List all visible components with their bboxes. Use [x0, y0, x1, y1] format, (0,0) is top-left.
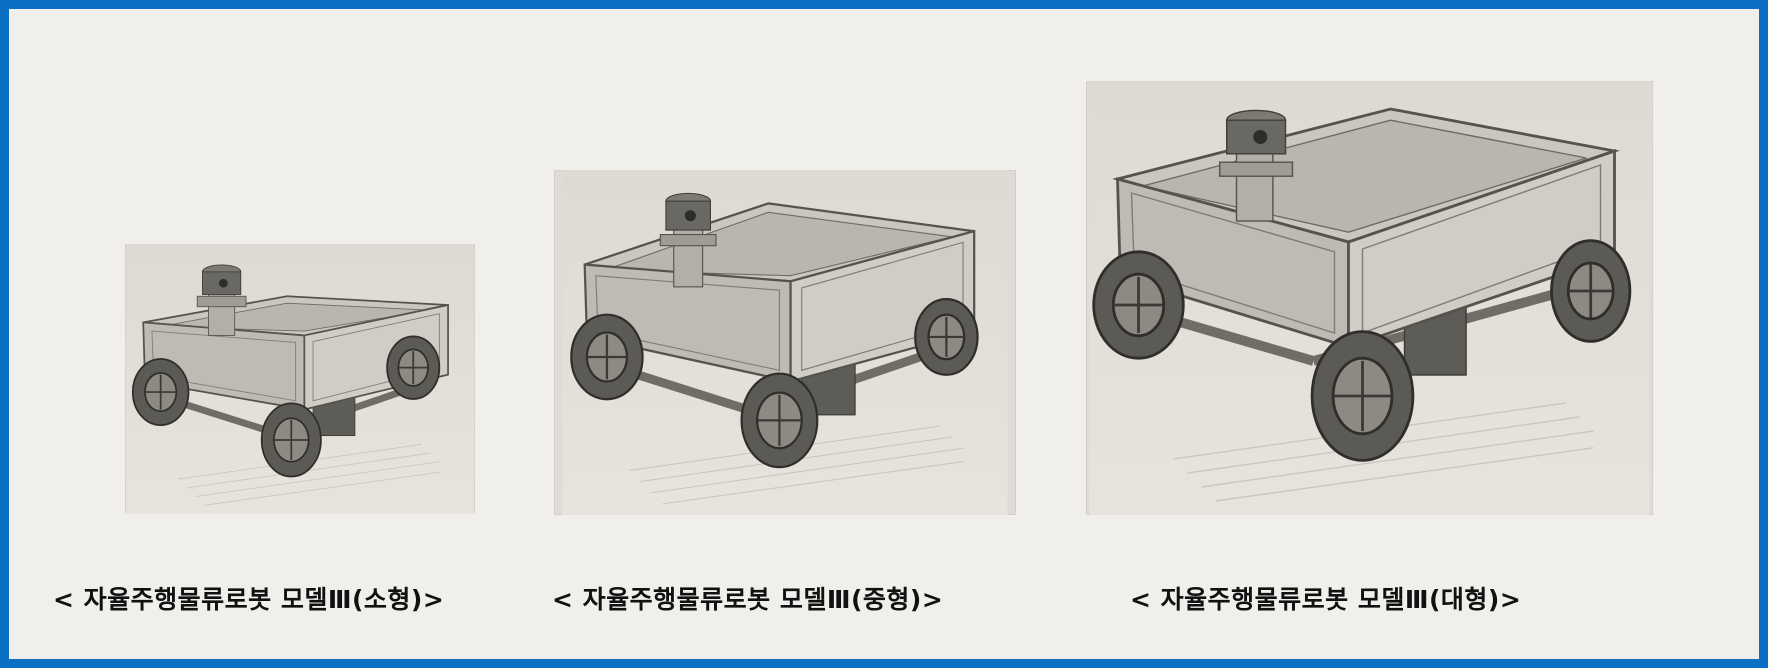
robot-image-large [1086, 81, 1653, 515]
robot-wagon-large-drawing [1089, 81, 1650, 515]
caption-large: < 자율주행물류로봇 모델Ⅲ(대형)> [1130, 585, 1522, 614]
robot-image-medium [554, 170, 1016, 515]
caption-medium: < 자율주행물류로봇 모델Ⅲ(중형)> [552, 585, 944, 614]
robot-wagon-medium-drawing [562, 170, 1008, 515]
robot-wagon-small-drawing [125, 244, 475, 514]
robot-image-small [125, 244, 475, 514]
caption-small: < 자율주행물류로봇 모델Ⅲ(소형)> [53, 585, 445, 614]
